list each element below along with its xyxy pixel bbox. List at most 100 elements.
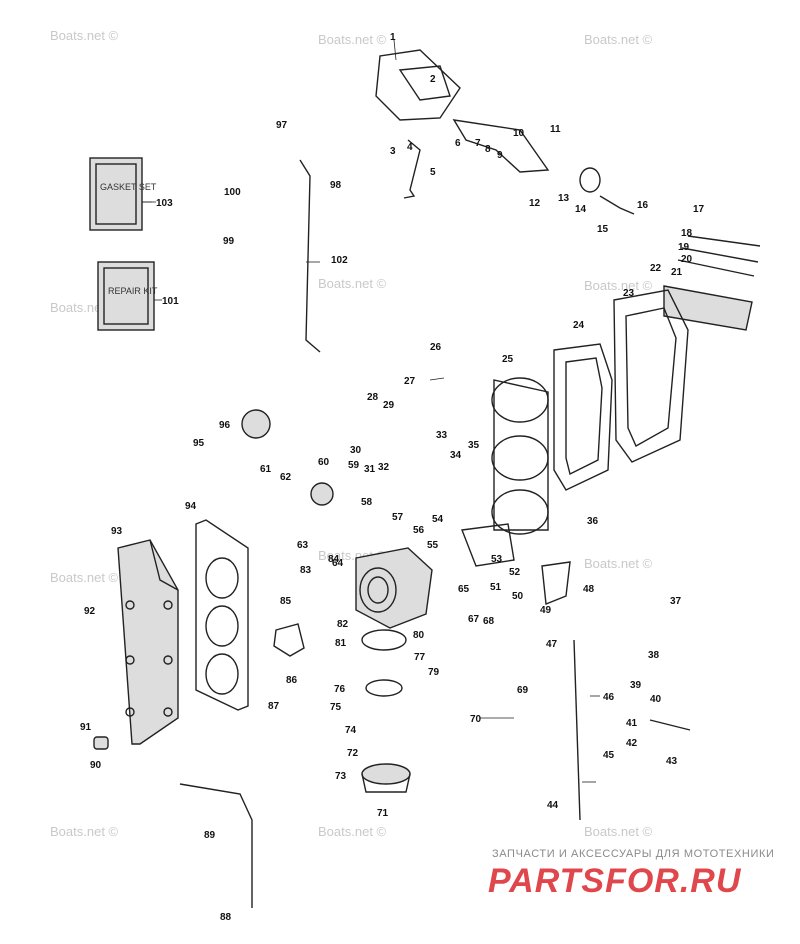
callout-label: 3 (390, 146, 396, 157)
callout-label: 71 (377, 808, 389, 819)
callout-label: 33 (436, 430, 448, 441)
callout-label: 61 (260, 464, 272, 475)
callout-label: 70 (470, 714, 482, 725)
watermark: Boats.net © (50, 28, 119, 43)
callout-label: 103 (156, 198, 173, 209)
callout-label: 19 (678, 242, 690, 253)
callout-label: 22 (650, 263, 662, 274)
watermark: Boats.net © (584, 32, 653, 47)
callout-label: 18 (681, 228, 693, 239)
callout-label: 83 (300, 565, 312, 576)
callout-label: 97 (276, 120, 288, 131)
callout-label: 51 (490, 582, 502, 593)
watermark: Boats.net © (50, 824, 119, 839)
callout-label: 60 (318, 457, 330, 468)
callout-label: 77 (414, 652, 426, 663)
exhaust-cover (117, 539, 179, 745)
callout-label: 24 (573, 320, 585, 331)
callout-label: 99 (223, 236, 235, 247)
watermark: Boats.net © (318, 824, 387, 839)
callout-label: 68 (483, 616, 495, 627)
callout-label: 88 (220, 912, 232, 923)
callout-label: 6 (455, 138, 461, 149)
callout-label: 91 (80, 722, 92, 733)
callout-label: 57 (392, 512, 404, 523)
callout-label: 90 (90, 760, 102, 771)
callout-label: 42 (626, 738, 638, 749)
callout-label: 82 (337, 619, 349, 630)
watermarks: Boats.net © Boats.net © Boats.net © Boat… (50, 28, 653, 839)
callout-label: 92 (84, 606, 96, 617)
callout-label: 63 (297, 540, 309, 551)
callout-label: 49 (540, 605, 552, 616)
callout-label: 80 (413, 630, 425, 641)
callout-label: 34 (450, 450, 462, 461)
repair-kit-box: REPAIR KIT (97, 261, 162, 331)
callout-label: 79 (428, 667, 440, 678)
leader-lines (142, 39, 600, 783)
callout-label: 56 (413, 525, 425, 536)
callout-label: 16 (637, 200, 649, 211)
callout-label: 5 (430, 167, 436, 178)
footer-logo: PARTSFOR.RU (488, 862, 742, 900)
callout-label: 1 (390, 32, 396, 43)
callout-label: 72 (347, 748, 359, 759)
callout-label: 59 (348, 460, 360, 471)
callout-label: 27 (404, 376, 416, 387)
callout-label: 17 (693, 204, 705, 215)
watermark: Boats.net © (318, 32, 387, 47)
callout-label: 86 (286, 675, 298, 686)
callout-label: 95 (193, 438, 205, 449)
callout-label: 29 (383, 400, 395, 411)
callout-label: 62 (280, 472, 292, 483)
callout-label: 4 (407, 142, 413, 153)
callout-label: 52 (509, 567, 521, 578)
callout-label: 89 (204, 830, 216, 841)
callout-label: 76 (334, 684, 346, 695)
callout-label: 40 (650, 694, 662, 705)
callout-label: 35 (468, 440, 480, 451)
callout-label: 48 (583, 584, 595, 595)
callout-label: 93 (111, 526, 123, 537)
callout-label: 55 (427, 540, 439, 551)
manifold-gasket (195, 519, 249, 711)
gasket-set-box: GASKET SET (89, 157, 157, 231)
callout-label: 36 (587, 516, 599, 527)
carburetor-bodies (491, 377, 549, 535)
watermark: Boats.net © (584, 824, 653, 839)
callout-label: 54 (432, 514, 444, 525)
callout-label: 12 (529, 198, 541, 209)
callout-label: 84 (328, 554, 340, 565)
callout-label: 26 (430, 342, 442, 353)
callout-label: 31 (364, 464, 376, 475)
callout-label: 25 (502, 354, 514, 365)
main-carburetor (355, 547, 433, 793)
callout-label: 50 (512, 591, 524, 602)
callout-label: 47 (546, 639, 558, 650)
callout-label: 100 (224, 187, 241, 198)
callout-label: 43 (666, 756, 678, 767)
callout-label: 32 (378, 462, 390, 473)
callout-label: 74 (345, 725, 357, 736)
callout-label: 96 (219, 420, 231, 431)
callout-label: 101 (162, 296, 179, 307)
callout-label: 64 (332, 558, 344, 569)
callout-label: 13 (558, 193, 570, 204)
callout-label: 44 (547, 800, 559, 811)
callout-label: 21 (671, 267, 683, 278)
callout-label: 102 (331, 255, 348, 266)
callout-label: 11 (550, 124, 561, 135)
callout-label: 65 (458, 584, 470, 595)
callout-label: 73 (335, 771, 347, 782)
callout-label: 15 (597, 224, 609, 235)
watermark: Boats.net © (50, 570, 119, 585)
callout-label: 37 (670, 596, 682, 607)
footer-tagline: ЗАПЧАСТИ И АКСЕССУАРЫ ДЛЯ МОТОТЕХНИКИ (492, 848, 775, 860)
callout-label: 10 (513, 128, 525, 139)
gasket-set-label: GASKET SET (100, 182, 157, 192)
callout-labels: 1 2 3 4 5 6 7 8 9 10 11 12 13 14 15 16 1… (80, 32, 705, 923)
misc-parts (93, 159, 691, 908)
top-throttle-linkage (375, 49, 635, 215)
callout-label: 75 (330, 702, 342, 713)
